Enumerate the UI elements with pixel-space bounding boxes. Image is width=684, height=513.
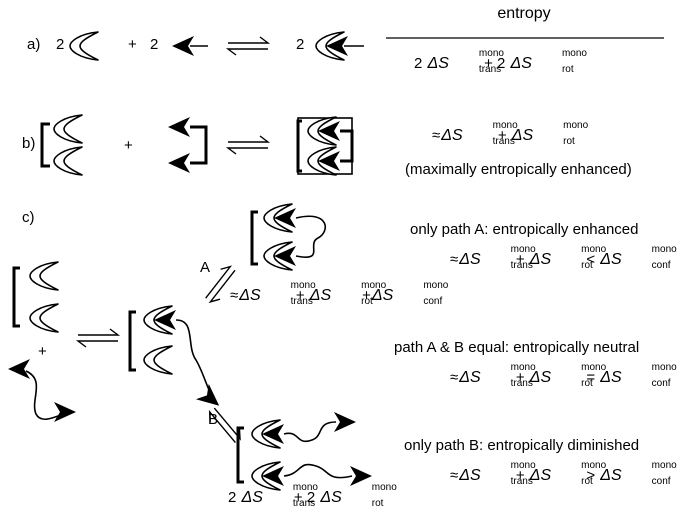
- path-a-label: A: [200, 259, 211, 276]
- case-b-title: only path B: entropically diminished: [404, 437, 640, 454]
- plus-a: +: [128, 36, 137, 53]
- ligand-a-coefficient: 2: [150, 36, 159, 53]
- complex-a-coefficient: 2: [296, 36, 305, 53]
- path-a-complex-c: [250, 203, 326, 271]
- intermediate-complex-c: [128, 305, 226, 414]
- section-a-label: a): [27, 36, 41, 53]
- equilibrium-b: [227, 135, 269, 155]
- case-neutral-title: path A & B equal: entropically neutral: [394, 339, 640, 356]
- equilibrium-c-main: [77, 328, 119, 348]
- ligand-a: [172, 36, 208, 56]
- bivalent-receptor-b: [40, 114, 83, 176]
- path-b-label: B: [208, 411, 219, 428]
- bivalent-receptor-c: [12, 261, 59, 333]
- case-a-title: only path A: entropically enhanced: [410, 221, 639, 238]
- entropy-b-note: (maximally entropically enhanced): [405, 161, 632, 178]
- plus-b: +: [124, 137, 133, 154]
- receptor-a: [69, 31, 99, 61]
- complex-a: [315, 31, 364, 61]
- bivalent-ligand-b: [168, 117, 208, 173]
- plus-c: +: [38, 343, 47, 360]
- entropy-header: entropy: [497, 5, 551, 22]
- section-b-label: b): [22, 135, 36, 152]
- equilibrium-a: [227, 36, 269, 56]
- path-b-complex-c: [236, 412, 372, 491]
- bivalent-complex-b: [296, 116, 354, 176]
- receptor-a-coefficient: 2: [56, 36, 65, 53]
- section-c-label: c): [22, 209, 35, 226]
- flexible-ligand-c: [8, 359, 76, 422]
